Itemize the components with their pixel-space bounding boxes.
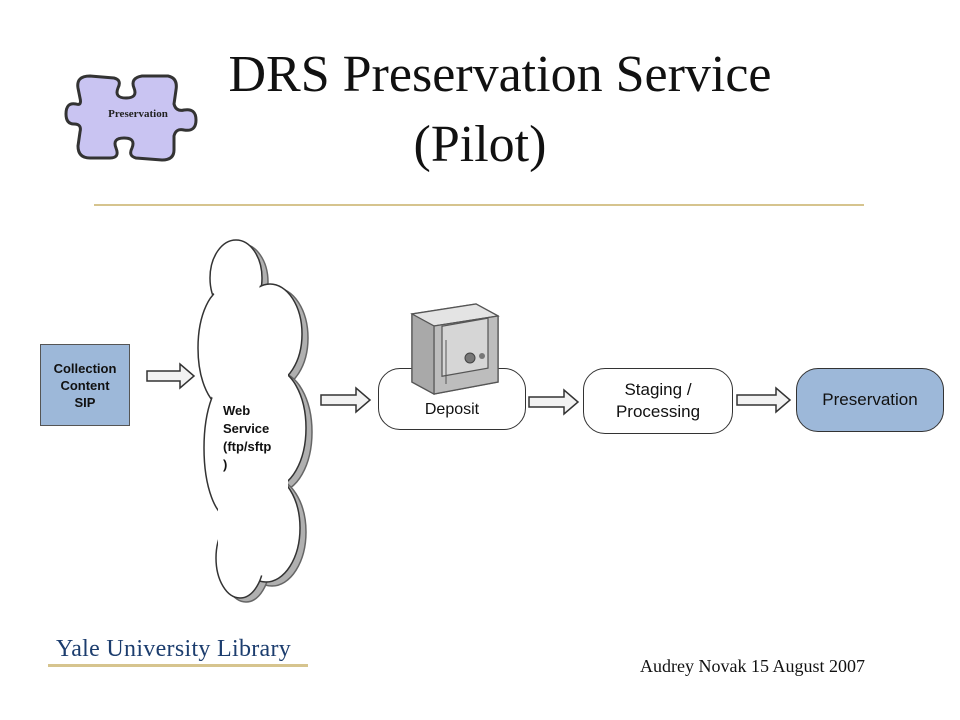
staging-line-2: Processing xyxy=(615,402,701,421)
puzzle-label: Preservation xyxy=(108,108,168,120)
staging-line-1: Staging / xyxy=(624,380,692,399)
arrow-deposit-to-staging xyxy=(528,388,580,416)
arrow-sip-to-web-service xyxy=(146,362,196,390)
web-service-label: Web Service (ftp/sftp ) xyxy=(223,402,293,474)
web-service-line-2: Service xyxy=(223,421,270,436)
title-line-1: DRS Preservation Service xyxy=(228,46,772,103)
web-service-line-4: ) xyxy=(223,457,228,472)
staging-processing-node: Staging / Processing xyxy=(583,368,733,434)
web-service-cloud xyxy=(197,239,313,603)
preservation-node: Preservation xyxy=(796,368,944,432)
sip-line-3: SIP xyxy=(74,394,96,410)
deposit-label: Deposit xyxy=(424,401,480,418)
web-service-line-3: (ftp/sftp xyxy=(223,439,272,454)
puzzle-piece-icon xyxy=(64,74,198,162)
yale-library-logo: Yale University Library xyxy=(56,636,292,662)
title-divider xyxy=(94,204,864,206)
logo-underline xyxy=(48,664,308,667)
web-service-line-1: Web xyxy=(223,403,251,418)
sip-line-1: Collection xyxy=(53,360,117,376)
sip-line-2: Content xyxy=(60,377,110,393)
collection-content-sip-box: Collection Content SIP xyxy=(40,344,130,426)
author-date-footer: Audrey Novak 15 August 2007 xyxy=(640,656,865,676)
arrow-staging-to-preservation xyxy=(736,386,792,414)
title-line-2: (Pilot) xyxy=(413,116,547,173)
arrow-web-service-to-deposit xyxy=(320,386,372,414)
safe-icon xyxy=(410,303,500,396)
preservation-label: Preservation xyxy=(822,390,918,409)
